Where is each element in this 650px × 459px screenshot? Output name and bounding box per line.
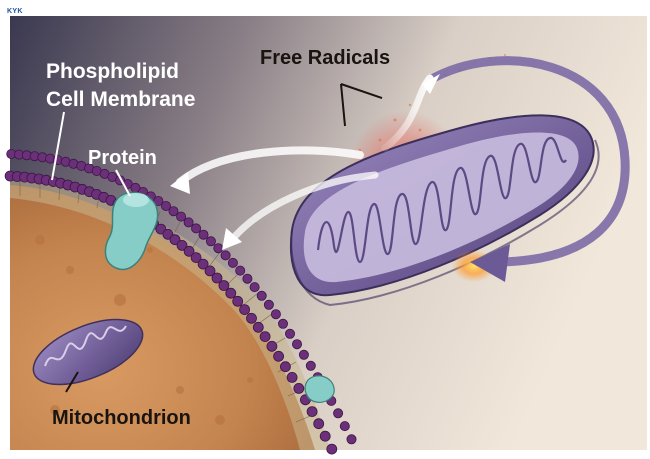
- membrane-head-bead: [240, 305, 250, 315]
- membrane-head-bead: [226, 288, 236, 298]
- membrane-head-bead: [299, 350, 308, 359]
- membrane-head-bead: [253, 322, 263, 332]
- membrane-head-bead: [340, 422, 349, 431]
- membrane-head-bead: [307, 407, 317, 417]
- membrane-head-bead: [221, 251, 230, 260]
- label-protein: Protein: [88, 147, 157, 169]
- membrane-head-bead: [214, 244, 223, 253]
- membrane-head-bead: [267, 341, 277, 351]
- membrane-head-bead: [294, 383, 304, 393]
- membrane-head-bead: [306, 361, 315, 370]
- membrane-head-bead: [271, 310, 280, 319]
- label-cell-membrane: Cell Membrane: [46, 88, 195, 111]
- membrane-head-bead: [314, 419, 324, 429]
- membrane-head-bead: [280, 362, 290, 372]
- membrane-head-bead: [184, 218, 193, 227]
- membrane-head-bead: [260, 332, 270, 342]
- membrane-head-bead: [247, 313, 257, 323]
- label-free-radicals: Free Radicals: [260, 47, 390, 69]
- label-phospholipid: Phospholipid: [46, 60, 179, 83]
- membrane-head-bead: [320, 431, 330, 441]
- membrane-head-bead: [236, 266, 245, 275]
- membrane-head-bead: [250, 283, 259, 292]
- membrane-head-bead: [206, 237, 215, 246]
- membrane-head-bead: [287, 372, 297, 382]
- membrane-head-bead: [192, 224, 201, 233]
- membrane-head-bead: [199, 230, 208, 239]
- membrane-head-bead: [327, 444, 337, 454]
- membrane-head-bead: [257, 291, 266, 300]
- membrane-head-bead: [274, 351, 284, 361]
- membrane-head-bead: [219, 281, 229, 291]
- membrane-head-bead: [243, 274, 252, 283]
- protein-channel-small-icon: [305, 376, 334, 403]
- label-mitochondrion: Mitochondrion: [52, 407, 191, 429]
- membrane-head-bead: [334, 409, 343, 418]
- membrane-head-bead: [347, 435, 356, 444]
- membrane-head-bead: [285, 329, 294, 338]
- membrane-head-bead: [292, 340, 301, 349]
- membrane-head-bead: [233, 296, 243, 306]
- membrane-head-bead: [264, 300, 273, 309]
- membrane-head-bead: [228, 258, 237, 267]
- membrane-head-bead: [278, 319, 287, 328]
